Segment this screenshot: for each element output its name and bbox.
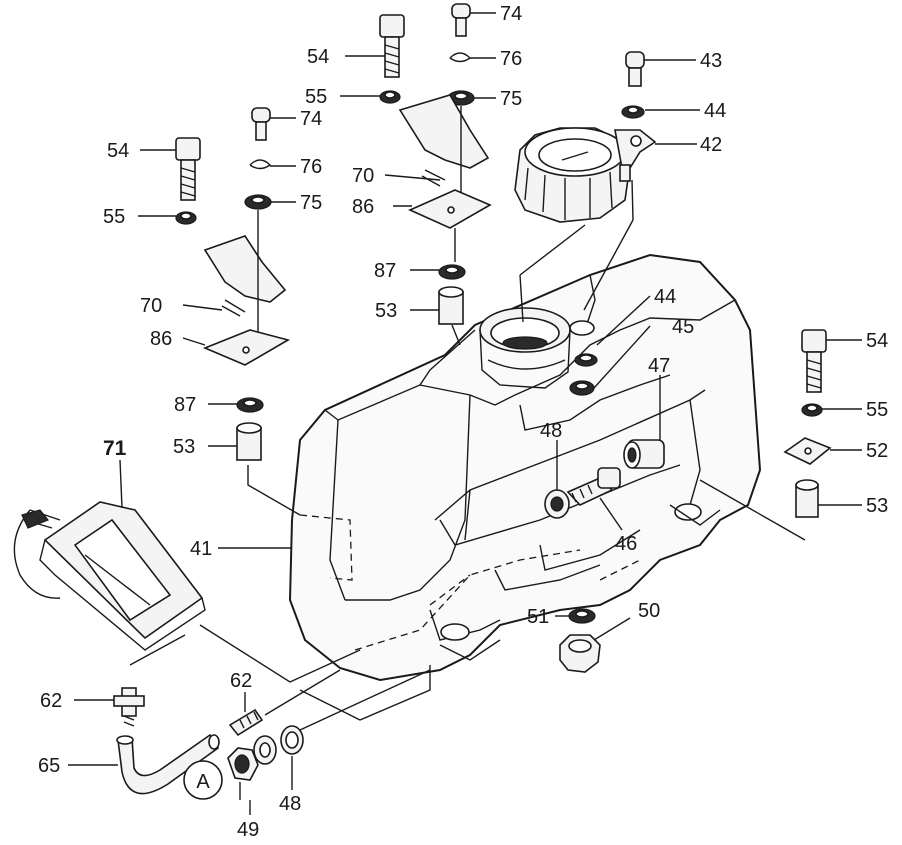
- nut-49: [227, 747, 259, 781]
- bracket-70-middle: [398, 94, 490, 187]
- callout-65: 65: [38, 755, 60, 777]
- callout-87-middle: 87: [374, 260, 396, 282]
- lockwasher-55-right: [801, 403, 823, 417]
- bolt-74-left: [251, 107, 271, 141]
- callout-53-left: 53: [173, 436, 195, 458]
- callout-46: 46: [615, 533, 637, 555]
- fuel-tank-body: [288, 253, 762, 682]
- callout-55-left: 55: [103, 206, 125, 228]
- nut-50: [559, 634, 601, 673]
- clip-76-middle: [449, 52, 472, 63]
- callout-42: 42: [700, 134, 722, 156]
- callout-52: 52: [866, 440, 888, 462]
- elbow-fitting-62-left: [113, 687, 145, 727]
- plate-52: [783, 437, 832, 465]
- callout-49: 49: [237, 819, 259, 841]
- fuel-cock-71: [13, 501, 206, 651]
- fuel-hose-65: [116, 733, 220, 795]
- bolt-74-middle: [451, 3, 471, 37]
- callout-74-left: 74: [300, 108, 322, 130]
- detail-marker-label: A: [196, 771, 210, 793]
- filler-neck: [479, 307, 571, 389]
- callout-45: 45: [672, 316, 694, 338]
- filler-cap: [514, 127, 657, 223]
- callout-74-top: 74: [500, 3, 522, 25]
- clip-76-left: [249, 159, 272, 170]
- callout-48-tank: 48: [540, 420, 562, 442]
- callout-86-left: 86: [150, 328, 172, 350]
- callout-55-middle: 55: [305, 86, 327, 108]
- callout-55-right: 55: [866, 399, 888, 421]
- fitting-47: [623, 439, 665, 469]
- callout-70-left: 70: [140, 295, 162, 317]
- gasket-48-detail: [280, 725, 304, 755]
- spacer-53-right: [795, 479, 819, 518]
- neck-nut-45: [569, 380, 595, 396]
- fitting-62-right: [228, 708, 264, 737]
- fitting-46: [566, 467, 621, 506]
- callout-62-left: 62: [40, 690, 62, 712]
- callout-71: 71: [103, 437, 127, 460]
- callout-41: 41: [190, 538, 212, 560]
- callout-76-middle: 76: [500, 48, 522, 70]
- callout-51: 51: [527, 606, 549, 628]
- plate-86-left: [202, 329, 291, 366]
- bolt-54-left: [175, 137, 201, 201]
- callout-87-left: 87: [174, 394, 196, 416]
- callout-44-neck: 44: [654, 286, 676, 308]
- callout-50: 50: [638, 600, 660, 622]
- callout-76-left: 76: [300, 156, 322, 178]
- spacer-53-left: [236, 422, 262, 461]
- callout-47: 47: [648, 355, 670, 377]
- spacer-53-middle: [438, 286, 464, 325]
- callout-44-top: 44: [704, 100, 726, 122]
- callout-53-right: 53: [866, 495, 888, 517]
- leader-lines: [68, 12, 862, 815]
- callout-43: 43: [700, 50, 722, 72]
- callout-70-middle: 70: [352, 165, 374, 187]
- washer-87-left: [236, 397, 264, 413]
- washer-44-top: [621, 105, 645, 119]
- callout-53-middle: 53: [375, 300, 397, 322]
- washer-48-detail: [253, 735, 277, 765]
- detail-marker-a: A: [183, 760, 223, 800]
- neck-washer-44: [574, 353, 598, 367]
- callout-75-left: 75: [300, 192, 322, 214]
- lockwasher-55-middle: [379, 90, 401, 104]
- callout-54-left: 54: [107, 140, 129, 162]
- callout-48-detail: 48: [279, 793, 301, 815]
- bolt-43: [625, 51, 645, 87]
- plate-86-middle: [408, 189, 492, 229]
- part-number-labels: 74 54 76 55 75 43 44 42 74 54 76 70 86 5…: [38, 3, 888, 841]
- bolt-54-right: [801, 329, 827, 393]
- bolt-54-middle: [379, 14, 405, 78]
- callout-75-middle: 75: [500, 88, 522, 110]
- washer-48-tank: [544, 489, 570, 519]
- bracket-70-left: [203, 235, 287, 317]
- lockwasher-55-left: [175, 211, 197, 225]
- callout-54-middle: 54: [307, 46, 329, 68]
- callout-62-right: 62: [230, 670, 252, 692]
- callout-54-right: 54: [866, 330, 888, 352]
- callout-86-middle: 86: [352, 196, 374, 218]
- washer-75-left: [244, 194, 272, 210]
- washer-51: [568, 608, 596, 624]
- washer-87-middle: [438, 264, 466, 280]
